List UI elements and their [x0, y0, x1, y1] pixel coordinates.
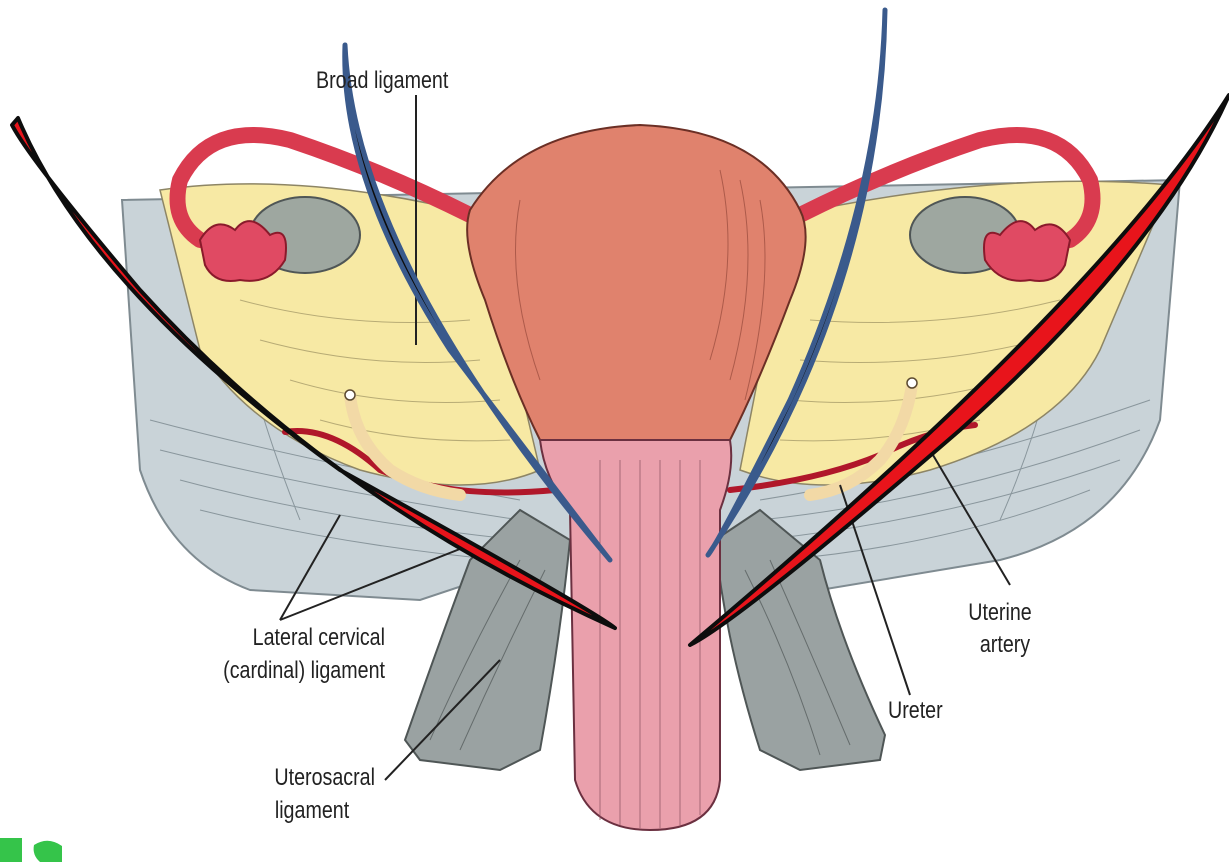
- label-broad-ligament: Broad ligament: [316, 66, 448, 93]
- logo-fragment: [0, 838, 62, 862]
- label-uterosacral-line2: ligament: [275, 796, 349, 823]
- label-ureter: Ureter: [888, 696, 943, 723]
- ureter-right-opening: [907, 378, 917, 388]
- ureter-left-opening: [345, 390, 355, 400]
- label-lateral-cervical-line1: Lateral cervical: [253, 623, 385, 650]
- label-uterosacral-line1: Uterosacral: [274, 763, 375, 790]
- label-lateral-cervical-line2: (cardinal) ligament: [223, 656, 385, 683]
- label-uterine-artery-line1: Uterine: [968, 598, 1031, 625]
- label-uterine-artery-line2: artery: [980, 630, 1030, 657]
